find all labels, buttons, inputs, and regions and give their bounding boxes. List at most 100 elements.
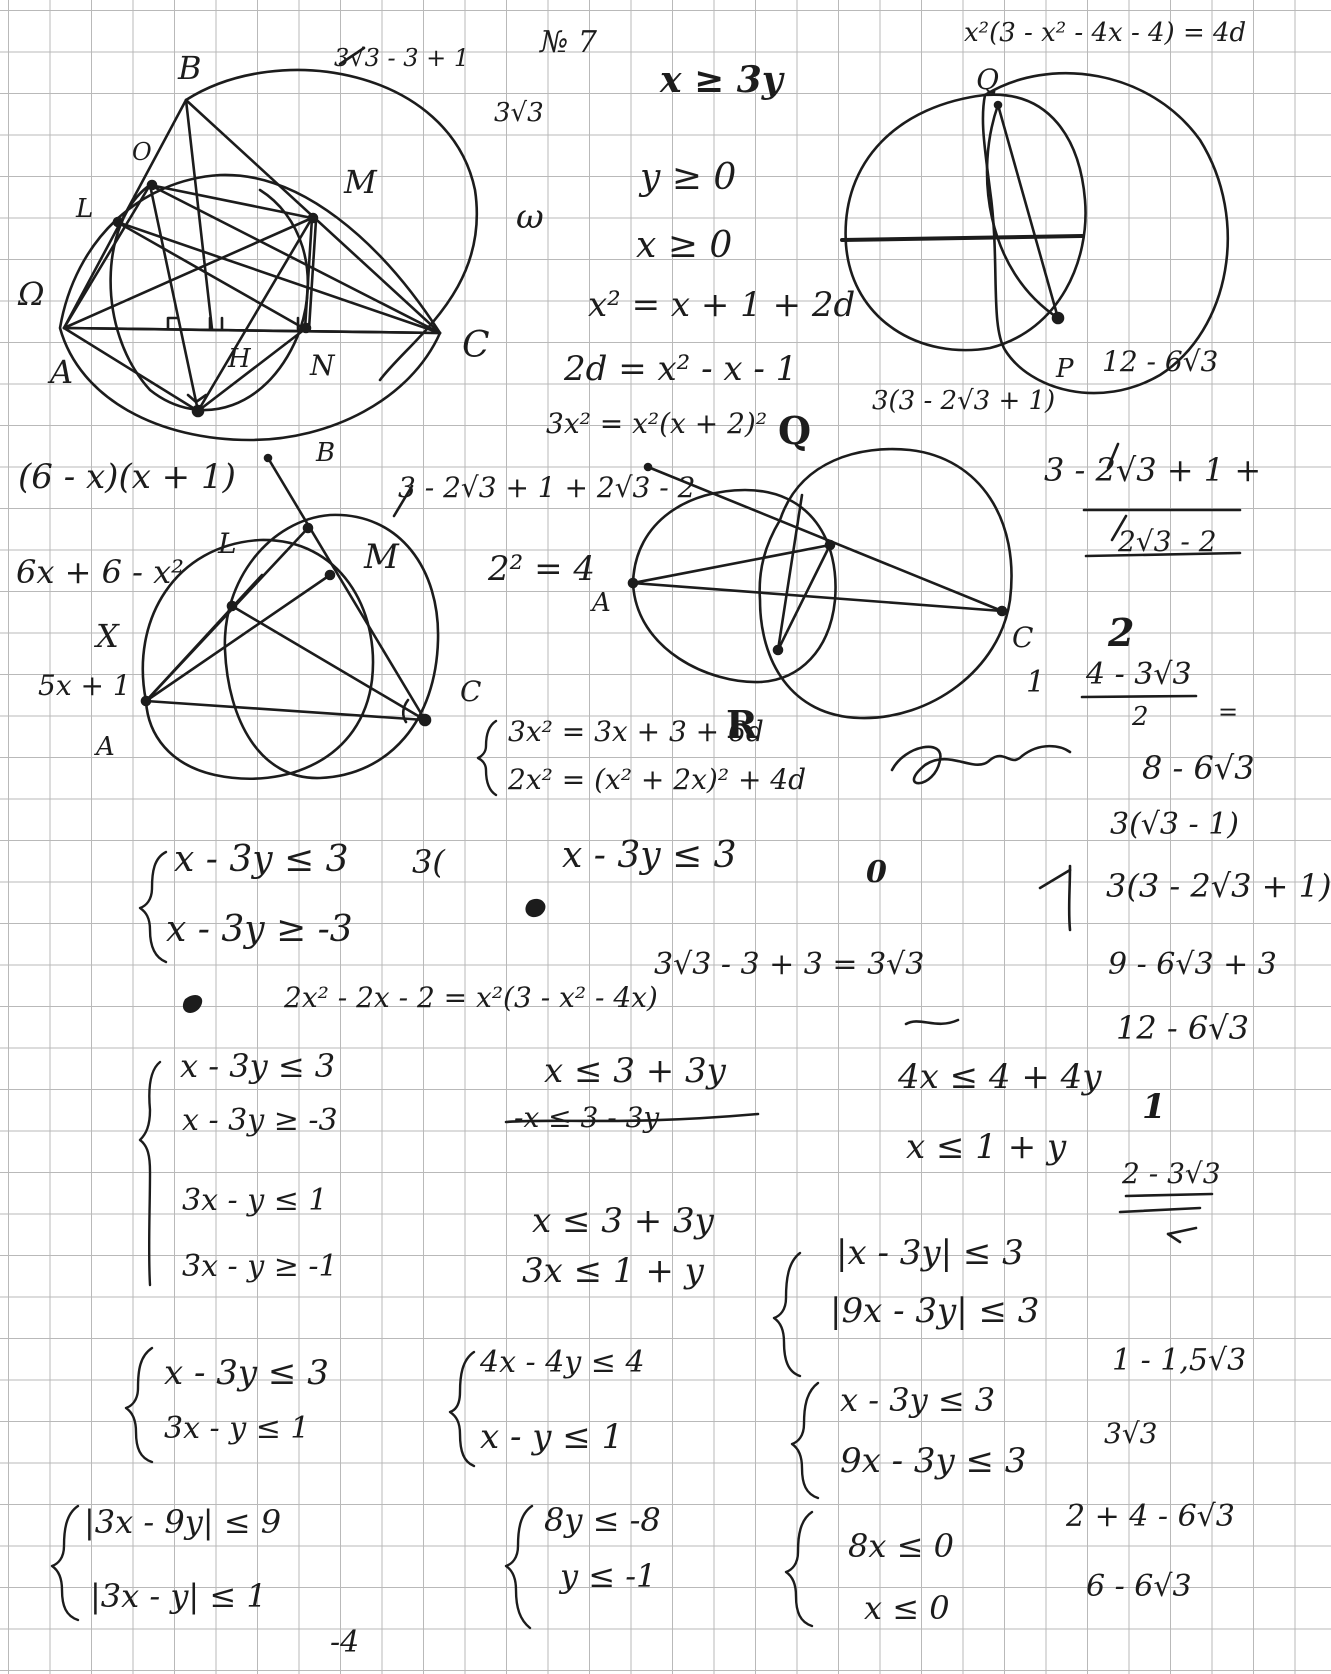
- ray-from-b: [266, 456, 427, 722]
- note-3root3-b: 3√3: [1104, 1417, 1158, 1450]
- segment-a-c-center: [631, 581, 1004, 613]
- blot-dot-2: [525, 898, 546, 918]
- point-m-mid: [324, 569, 336, 581]
- label-c-top: C: [462, 325, 490, 366]
- label-m-top: M: [344, 163, 377, 201]
- note-6-minus-x: (6 - x)(x + 1): [18, 457, 236, 497]
- chord-center-2: [776, 543, 832, 652]
- note-3x-le-1-y: 3x ≤ 1 + y: [522, 1251, 704, 1291]
- large-right-arc: [184, 68, 479, 382]
- note-2root3-2: 2√3 - 2: [1118, 525, 1217, 558]
- label-q-right: Q: [976, 63, 999, 96]
- segment-a-m-mid: [144, 573, 332, 703]
- figure-two-circles-right: [840, 71, 1230, 395]
- note-ineq-2d: 3x - y ≥ -1: [182, 1249, 338, 1284]
- note-9-6root3: 9 - 6√3 + 3: [1108, 947, 1277, 982]
- note-2x2-equation: 2x² - 2x - 2 = x²(3 - x² - 4x): [284, 981, 658, 1014]
- label-c-center: C: [1012, 621, 1034, 654]
- segment-o-bottom: [148, 183, 200, 413]
- label-x-mid: X: [96, 617, 119, 655]
- label-n: N: [310, 349, 335, 382]
- note-y-ge-0: y ≥ 0: [640, 157, 737, 198]
- figure-triangle-abc-middle: [140, 453, 440, 780]
- circle-left-right: [844, 93, 1087, 352]
- note-sys3-b: 3x - y ≤ 1: [164, 1411, 310, 1446]
- vertical-tick-2: [1038, 868, 1072, 890]
- note-3-paren-c: 3(3 - 2√3 + 1): [1106, 867, 1331, 905]
- segment-l-n: [115, 220, 307, 331]
- note-zero-bold: 0: [866, 855, 887, 890]
- note-omega: ω: [516, 197, 544, 237]
- cross-out-top-right-3: [1106, 442, 1120, 470]
- note-3-root3-1: 3(√3 - 1): [1110, 807, 1239, 842]
- note-sys9-b: x ≤ 0: [864, 1589, 950, 1627]
- note-abs-x-3y: |x - 3y| ≤ 3: [836, 1233, 1024, 1273]
- point-a-mid: [140, 695, 152, 707]
- circle-omega-top: [58, 173, 442, 442]
- note-3x2-eq: 3x² = x²(x + 2)²: [546, 407, 768, 440]
- brace-system-5: [772, 1251, 802, 1378]
- note-4-3root3: 4 - 3√3: [1086, 657, 1192, 692]
- note-2-sq-4: 2² = 4: [488, 549, 595, 589]
- segment-a-c-mid: [144, 699, 427, 722]
- label-r-center: R: [726, 702, 758, 747]
- ray-to-c-center: [646, 465, 1004, 613]
- note-sys8-a: 8y ≤ -8: [544, 1501, 661, 1539]
- note-3root3-minus: 3√3 - 3 + 1: [334, 44, 470, 72]
- cross-out-2d: [392, 484, 414, 518]
- point-n: [300, 322, 312, 334]
- brace-system-1: [138, 850, 168, 964]
- note-abs-9x-3y: |9x - 3y| ≤ 3: [830, 1291, 1040, 1331]
- note-equation-top-right: x²(3 - x² - 4x - 4) = 4d: [964, 18, 1247, 48]
- segment-o-m: [148, 183, 314, 220]
- strike-scribble-center: [890, 744, 1072, 785]
- note-system-3x2: 3x² = 3x + 3 + 6d: [508, 715, 764, 748]
- brace-system-8: [504, 1504, 534, 1630]
- segment-a-l-ext: [144, 573, 264, 703]
- underline-right-2: [1084, 551, 1242, 558]
- point-bottom: [191, 404, 205, 418]
- system-braces: [50, 719, 820, 1630]
- label-b-top: B: [178, 49, 202, 87]
- note-ineq-1b: x - 3y ≥ -3: [166, 909, 353, 950]
- label-h: H: [228, 344, 251, 374]
- note-x-le-3-3y: x ≤ 3 + 3y: [544, 1051, 726, 1091]
- chord-center: [776, 493, 804, 652]
- note-4-prefix: 1: [1026, 665, 1046, 700]
- note-4x-le: 4x ≤ 4 + 4y: [898, 1057, 1102, 1097]
- segment-a-m: [62, 216, 314, 330]
- segment-l-c-mid: [230, 604, 427, 722]
- point-q-right: [993, 100, 1003, 110]
- underline-right-3: [1118, 1206, 1202, 1214]
- segment-a-o: [62, 183, 152, 330]
- fraction-bar-right: [1080, 694, 1198, 699]
- note-ineq-1c: x - 3y ≤ 3: [562, 835, 737, 876]
- note-sys4-b: x - y ≤ 1: [480, 1417, 624, 1457]
- figure-two-circles-center: [627, 447, 1013, 720]
- note-8-6root3: 8 - 6√3: [1142, 749, 1255, 787]
- note-minus-4: -4: [330, 1625, 360, 1660]
- label-a-center: A: [592, 588, 611, 618]
- note-sys7-a: |3x - 9y| ≤ 9: [84, 1503, 282, 1541]
- segment-m-n: [303, 216, 314, 331]
- note-denominator-2: 2: [1132, 702, 1149, 732]
- cross-out-n1: [338, 46, 366, 66]
- note-x-ge-0: x ≥ 0: [636, 225, 733, 266]
- segment-ac: [62, 326, 442, 335]
- note-6x-plus-6: 6x + 6 - x²: [16, 553, 184, 591]
- note-2-bold: 2: [1108, 610, 1135, 655]
- label-omega: Ω: [18, 275, 45, 313]
- circle-right-right: [981, 71, 1230, 395]
- point-l-mid: [226, 600, 238, 612]
- segment-m-bottom: [196, 216, 314, 413]
- right-angle-marks: [166, 316, 300, 404]
- note-system-2x2: 2x² = (x² + 2x)² + 4d: [508, 763, 807, 796]
- point-c-center: [996, 605, 1008, 617]
- note-sys9-a: 8x ≤ 0: [848, 1527, 954, 1565]
- note-3-paren-b: 3(: [412, 843, 445, 881]
- label-a-mid: A: [96, 732, 115, 762]
- note-6-6root3: 6 - 6√3: [1086, 1569, 1192, 1604]
- note-sys8-b: y ≤ -1: [560, 1557, 657, 1595]
- point-c-mid: [418, 713, 432, 727]
